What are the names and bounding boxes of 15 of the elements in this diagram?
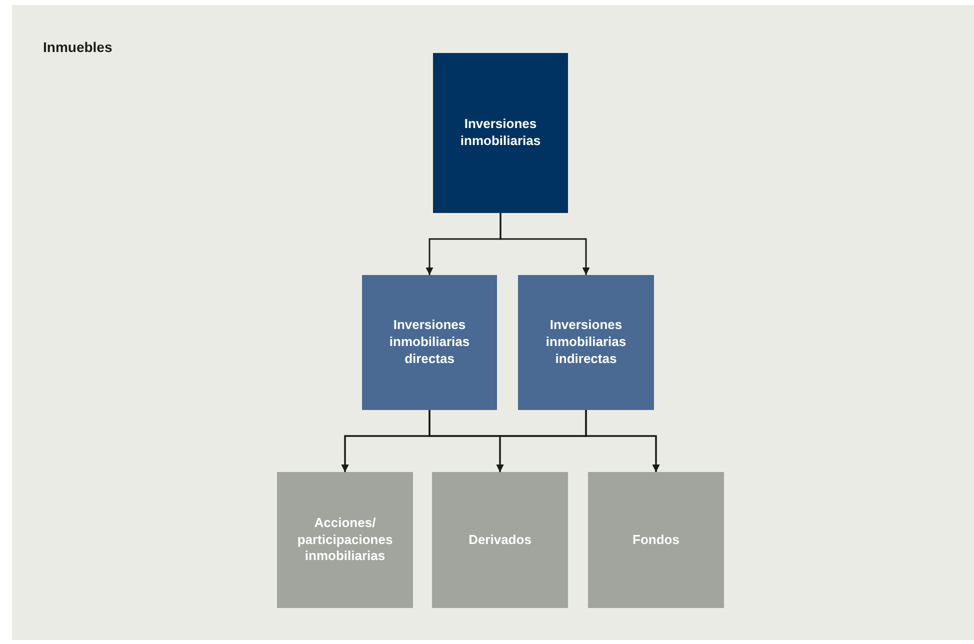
arrow xyxy=(500,213,590,275)
box-label: Inversiones inmobiliarias indirectas xyxy=(544,317,628,368)
box-label: Inversiones inmobiliarias xyxy=(459,116,542,150)
root-box xyxy=(433,53,568,213)
leaf-box xyxy=(432,472,568,608)
arrow xyxy=(585,410,660,472)
box-label: Derivados xyxy=(468,532,532,548)
category-box xyxy=(518,275,654,410)
category-box xyxy=(362,275,497,410)
box-label: Acciones/ participaciones inmobiliarias xyxy=(296,514,394,566)
box-label: Inversiones inmobiliarias directas xyxy=(388,317,471,368)
leaf-box xyxy=(277,472,413,608)
diagram-title: Inmuebles xyxy=(43,39,112,55)
box-label: Fondos xyxy=(632,532,680,548)
leaf-box xyxy=(588,472,724,608)
